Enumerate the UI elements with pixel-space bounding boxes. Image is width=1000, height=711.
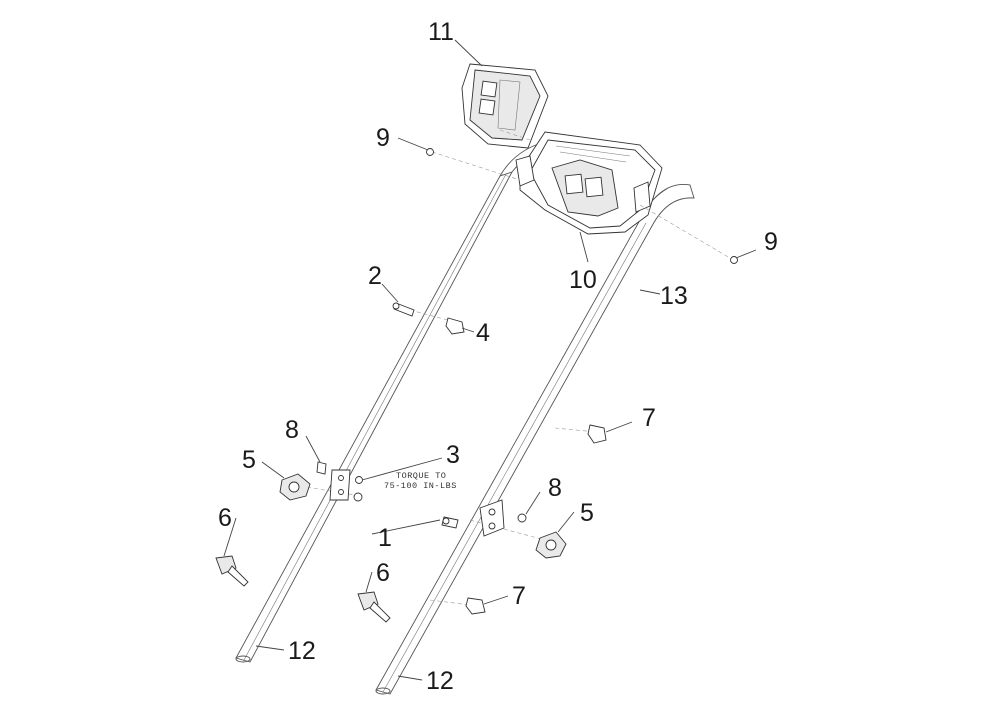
right-handle-tube (375, 183, 695, 695)
callout-1: 1 (378, 524, 392, 552)
handle-knob-6-left (215, 555, 249, 587)
callout-8-right: 8 (548, 474, 562, 502)
knob-5-left (279, 473, 311, 501)
callout-4: 4 (476, 319, 490, 347)
callout-11: 11 (428, 18, 454, 46)
callout-7-upper: 7 (642, 404, 656, 432)
callout-10: 10 (569, 266, 597, 294)
bolt-8-left (316, 461, 327, 475)
callout-12-right: 12 (426, 667, 454, 695)
callout-9-left: 9 (376, 124, 390, 152)
knob-5-right (535, 531, 567, 559)
clip-4 (445, 317, 465, 335)
callout-2: 2 (368, 262, 382, 290)
torque-note-line2: 75-100 IN-LBS (384, 481, 457, 491)
leader-lines (223, 39, 757, 681)
callout-7-lower: 7 (512, 582, 526, 610)
bracket-left (329, 469, 351, 501)
left-handle-tube (235, 171, 513, 663)
screw-9-right (730, 256, 738, 264)
callout-5-left: 5 (242, 446, 256, 474)
callout-9-right: 9 (764, 228, 778, 256)
screw-9-left (426, 148, 434, 156)
callout-5-right: 5 (580, 499, 594, 527)
callout-6-right: 6 (376, 559, 390, 587)
callout-8-left: 8 (285, 416, 299, 444)
bolt-1 (441, 516, 459, 529)
nut-3 (353, 476, 363, 502)
callout-6-left: 6 (218, 504, 232, 532)
callout-13: 13 (660, 282, 688, 310)
torque-note-line1: TORQUE TO (396, 471, 446, 481)
handle-knob-6-right (357, 591, 391, 623)
assembly-lines (299, 129, 731, 606)
clip-7-upper (587, 424, 607, 444)
control-console (515, 131, 663, 235)
bolt-8-right (517, 513, 527, 523)
callout-12-left: 12 (288, 637, 316, 665)
bracket-right (479, 499, 505, 537)
pin-2 (392, 302, 415, 317)
clip-7-lower (465, 597, 486, 615)
console-cover (461, 63, 549, 149)
callout-3: 3 (446, 441, 460, 469)
